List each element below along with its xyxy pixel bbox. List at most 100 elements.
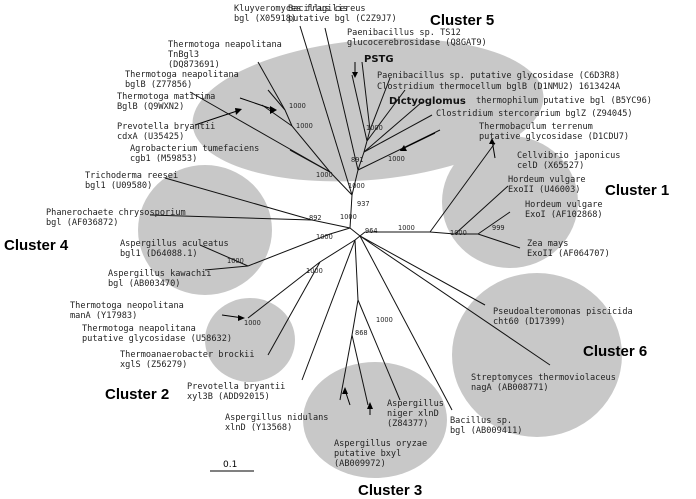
branch	[329, 171, 353, 196]
branch	[349, 227, 361, 237]
branch	[351, 74, 368, 142]
leaf-label: Bacillus sp.bgl (AB009411)	[450, 416, 522, 436]
branch	[357, 151, 365, 171]
cluster-6-label: Cluster 6	[583, 343, 647, 360]
cluster-5-label: Cluster 5	[430, 12, 494, 29]
branch	[363, 114, 433, 153]
branch	[454, 185, 509, 235]
leaf-label: Dictyoglomus	[389, 96, 466, 107]
cluster-1-label: Cluster 1	[605, 182, 669, 199]
branch	[299, 25, 353, 196]
branch	[261, 104, 293, 127]
branch	[477, 233, 521, 249]
bootstrap-value: 1000	[316, 171, 333, 179]
branch	[359, 231, 366, 237]
branch	[149, 214, 313, 221]
bootstrap-value: 999	[492, 224, 505, 232]
bootstrap-value: 1000	[340, 213, 357, 221]
branch	[204, 265, 249, 271]
bootstrap-value: 937	[357, 200, 370, 208]
branch	[247, 233, 331, 267]
branch	[301, 239, 356, 381]
branch	[311, 219, 351, 229]
branch	[329, 227, 351, 235]
scale-bar: 0.1	[210, 460, 254, 472]
cluster-3-label: Cluster 3	[358, 482, 422, 499]
leaf-label: Paenibacillus sp. putative glycosidase (…	[377, 71, 620, 81]
branch	[429, 231, 456, 235]
bootstrap-value: 964	[365, 227, 378, 235]
branch	[354, 235, 361, 241]
branch	[324, 27, 359, 171]
branch	[351, 334, 369, 406]
branch	[359, 235, 551, 366]
scale-bar-label: 0.1	[223, 460, 237, 470]
branch	[361, 61, 371, 131]
branch	[357, 299, 401, 401]
bootstrap-value: 1000	[450, 229, 467, 237]
bootstrap-value: 1000	[398, 224, 415, 232]
branch	[284, 109, 293, 127]
branch	[477, 211, 511, 235]
cluster-2-region	[205, 298, 295, 382]
branch	[349, 194, 353, 229]
cluster-3-region	[303, 362, 447, 478]
branch	[351, 169, 359, 196]
branch	[199, 244, 249, 267]
bootstrap-value: 1000	[376, 316, 393, 324]
cluster-6-region	[452, 273, 622, 437]
branch	[267, 89, 286, 111]
branch	[257, 61, 286, 111]
bootstrap-value: 1000	[244, 319, 261, 327]
branch	[359, 235, 486, 306]
bootstrap-value: 1000	[366, 124, 383, 132]
branch	[339, 334, 353, 401]
bootstrap-value: 1000	[306, 267, 323, 275]
branch	[363, 140, 368, 153]
cluster-4-label: Cluster 4	[4, 237, 69, 254]
branch	[247, 261, 321, 319]
cluster-2-label: Cluster 2	[105, 386, 169, 403]
branch	[366, 89, 406, 142]
tree-branches	[149, 25, 551, 411]
bootstrap-value: 1000	[296, 122, 313, 130]
branch	[369, 77, 391, 131]
branch	[359, 235, 453, 411]
branch	[366, 129, 371, 142]
cluster-4-region	[138, 165, 272, 295]
bootstrap-value: 1000	[289, 102, 306, 110]
leaf-label: Clostridium stercorarium bglZ (Z94045)	[436, 109, 633, 119]
branch	[363, 101, 423, 153]
bootstrap-value: 1000	[227, 257, 244, 265]
leaf-label-pstg: PSTG	[364, 54, 394, 65]
branch	[267, 261, 321, 356]
branch	[319, 239, 356, 263]
branch	[351, 299, 359, 336]
